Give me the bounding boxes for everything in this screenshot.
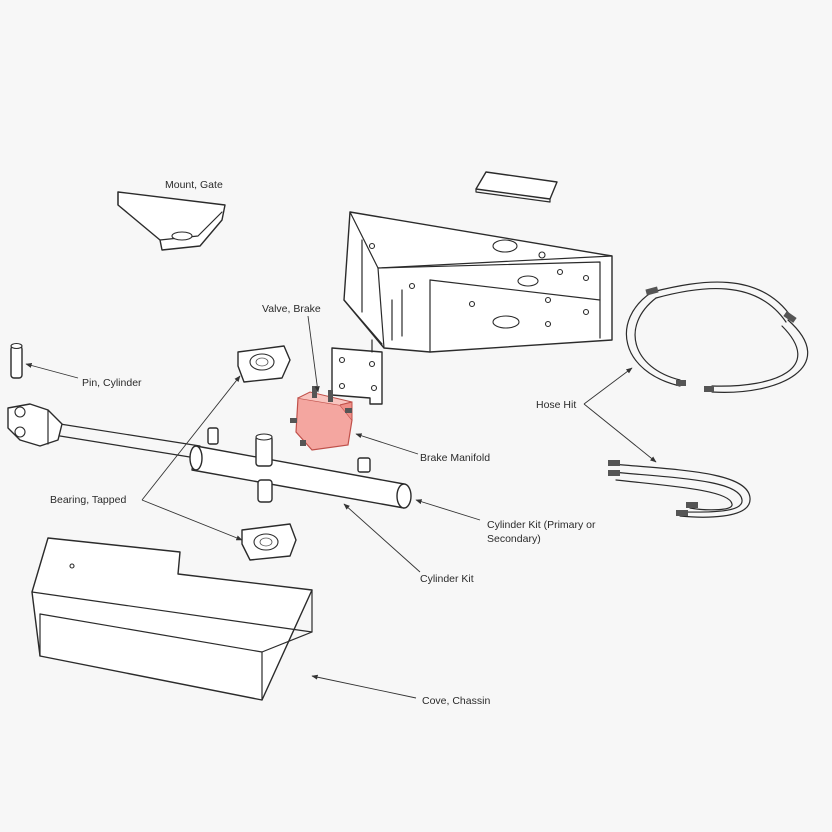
part-cover-chassis[interactable] [31, 537, 313, 701]
part-bearing-top[interactable] [237, 345, 291, 383]
part-bearing-bottom[interactable] [241, 523, 297, 561]
part-valve-plate[interactable] [331, 339, 383, 405]
label-valve-brake: Valve, Brake [262, 303, 321, 315]
label-brake-manifold: Brake Manifold [420, 452, 490, 464]
part-frame-bracket[interactable] [343, 211, 613, 353]
label-mount-gate: Mount, Gate [165, 179, 223, 191]
part-hose-kit[interactable] [608, 281, 809, 518]
label-pin-cylinder: Pin, Cylinder [82, 377, 142, 389]
part-cylinder-body[interactable] [189, 427, 412, 509]
label-cylinder-kit: Cylinder Kit [420, 573, 474, 585]
label-cylinder-kit-primary-line1: Cylinder Kit (Primary or [487, 519, 596, 531]
part-pin-cylinder[interactable] [10, 342, 23, 379]
label-bearing-tapped: Bearing, Tapped [50, 494, 126, 506]
part-cylinder-rod[interactable] [7, 403, 201, 459]
part-mount-gate[interactable] [117, 191, 226, 251]
label-hose-kit: Hose Hit [536, 399, 576, 411]
leader-lines [25, 315, 657, 699]
part-plate[interactable] [475, 171, 558, 203]
part-brake-manifold[interactable] [290, 386, 353, 451]
label-cover-chassis: Cove, Chassin [422, 695, 490, 707]
label-cylinder-kit-primary-line2: Secondary) [487, 533, 541, 545]
